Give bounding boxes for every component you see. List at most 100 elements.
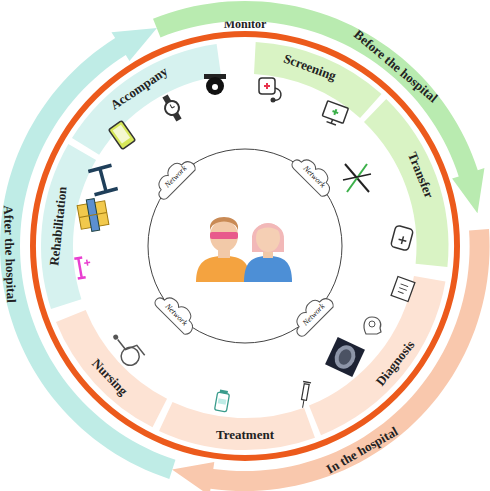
segment-path	[159, 402, 315, 450]
monitor-icon	[321, 101, 349, 127]
medicine-bottle-icon	[215, 389, 230, 412]
stage-segment: Nursing	[53, 307, 170, 430]
stage-segment-shape	[251, 39, 385, 121]
medical-record-icon	[390, 225, 413, 251]
cloud-path	[288, 291, 335, 338]
monitor-ring: Monitor	[27, 28, 463, 464]
exoskeleton-icon	[76, 197, 109, 233]
man-body	[196, 256, 250, 282]
arrow-path	[172, 229, 490, 491]
segment-path	[41, 144, 96, 309]
cloud-path	[150, 154, 197, 201]
network-cloud-shape	[147, 151, 200, 204]
parallel-bar-icon	[88, 165, 117, 194]
phase-arrow: In the hospital	[169, 226, 490, 491]
segment-path	[72, 44, 221, 155]
stage-segment: Accompany	[69, 41, 224, 158]
monitor-ring-group	[30, 31, 460, 461]
phase-arrow-group	[0, 28, 175, 479]
phase-label: Before the hospital	[352, 27, 440, 104]
ring-label: Monitor	[221, 17, 270, 31]
segment-path	[364, 99, 449, 267]
phase-arrow-shape	[169, 226, 490, 491]
stage-segment-group	[364, 99, 449, 267]
phase-arrow-shape	[0, 25, 178, 482]
person-man	[196, 217, 250, 282]
stage-label: Nursing	[90, 356, 130, 397]
syringe-icon	[299, 381, 311, 408]
stage-label: Rehabilitation	[47, 186, 68, 266]
transfer-icon	[343, 164, 371, 192]
woman-fringe	[256, 223, 280, 232]
man-head	[210, 220, 238, 252]
cloud-path	[290, 151, 337, 198]
network-cloud-shape	[287, 148, 340, 201]
man-neck	[218, 248, 230, 258]
network-cloud-shape	[150, 286, 203, 339]
stage-segment-group	[159, 402, 315, 450]
camera-icon	[204, 74, 226, 95]
network-label: Network	[301, 165, 326, 190]
network-cloud-group	[150, 154, 197, 201]
network-cloud: Network	[147, 151, 200, 204]
woman-body	[244, 256, 292, 282]
segment-path	[309, 276, 445, 435]
network-cloud: Network	[287, 148, 340, 201]
network-cloud-group	[290, 151, 337, 198]
stage-segment-shape	[53, 307, 170, 430]
tablet-icon	[109, 121, 136, 150]
phase-arrow: After the hospital	[0, 25, 178, 482]
stage-label: Accompany	[108, 65, 170, 113]
segment-path	[56, 310, 167, 427]
network-cloud-shape	[285, 288, 338, 341]
woman-head	[256, 224, 280, 252]
phase-arrow: Before the hospital	[150, 0, 487, 216]
wheelchair-icon	[113, 328, 147, 368]
segment-path	[254, 42, 381, 118]
network-cloud: Network	[285, 288, 338, 341]
watch-icon	[159, 92, 185, 123]
head-scan-icon	[364, 317, 381, 334]
monitor-ring-shape	[27, 28, 463, 464]
network-label: Network	[301, 302, 326, 327]
man-hair	[210, 217, 238, 232]
stage-segment-shape	[156, 399, 318, 453]
network-cloud-group	[288, 291, 335, 338]
stage-label: Screening	[282, 52, 338, 83]
network-label: Network	[164, 302, 189, 327]
stage-segment-shape	[306, 273, 448, 438]
stage-segment: Screening	[251, 39, 385, 121]
stage-segment-group	[309, 276, 445, 435]
stage-segment: Rehabilitation	[38, 141, 99, 312]
stage-label: Diagnosis	[373, 338, 416, 388]
phase-label: After the hospital	[2, 205, 18, 303]
arrow-path	[0, 28, 175, 479]
stage-segment-group	[72, 44, 221, 155]
report-icon	[391, 277, 415, 302]
phase-arrow-shape	[150, 0, 487, 216]
phase-arrow-group	[153, 1, 484, 213]
network-label: Network	[164, 165, 189, 190]
stethoscope-icon	[259, 78, 281, 103]
woman-hair	[252, 224, 284, 253]
man-glasses	[210, 232, 238, 239]
mri-image-icon	[325, 337, 365, 377]
stage-segment-group	[254, 42, 381, 118]
stage-label: Treatment	[216, 427, 274, 440]
network-cloud: Network	[150, 286, 203, 339]
phase-label: In the hospital	[325, 424, 401, 475]
arrow-path	[153, 1, 484, 213]
walker-icon	[74, 256, 92, 278]
stage-segment: Diagnosis	[306, 273, 448, 438]
stage-segment-group	[56, 310, 167, 427]
person-woman	[244, 223, 292, 282]
woman-neck	[263, 248, 273, 258]
stage-segment-group	[41, 144, 96, 309]
stage-label: Transfer	[406, 150, 436, 200]
stage-segment-shape	[69, 41, 224, 158]
cloud-path	[153, 289, 200, 336]
stage-segment: Transfer	[361, 96, 452, 270]
